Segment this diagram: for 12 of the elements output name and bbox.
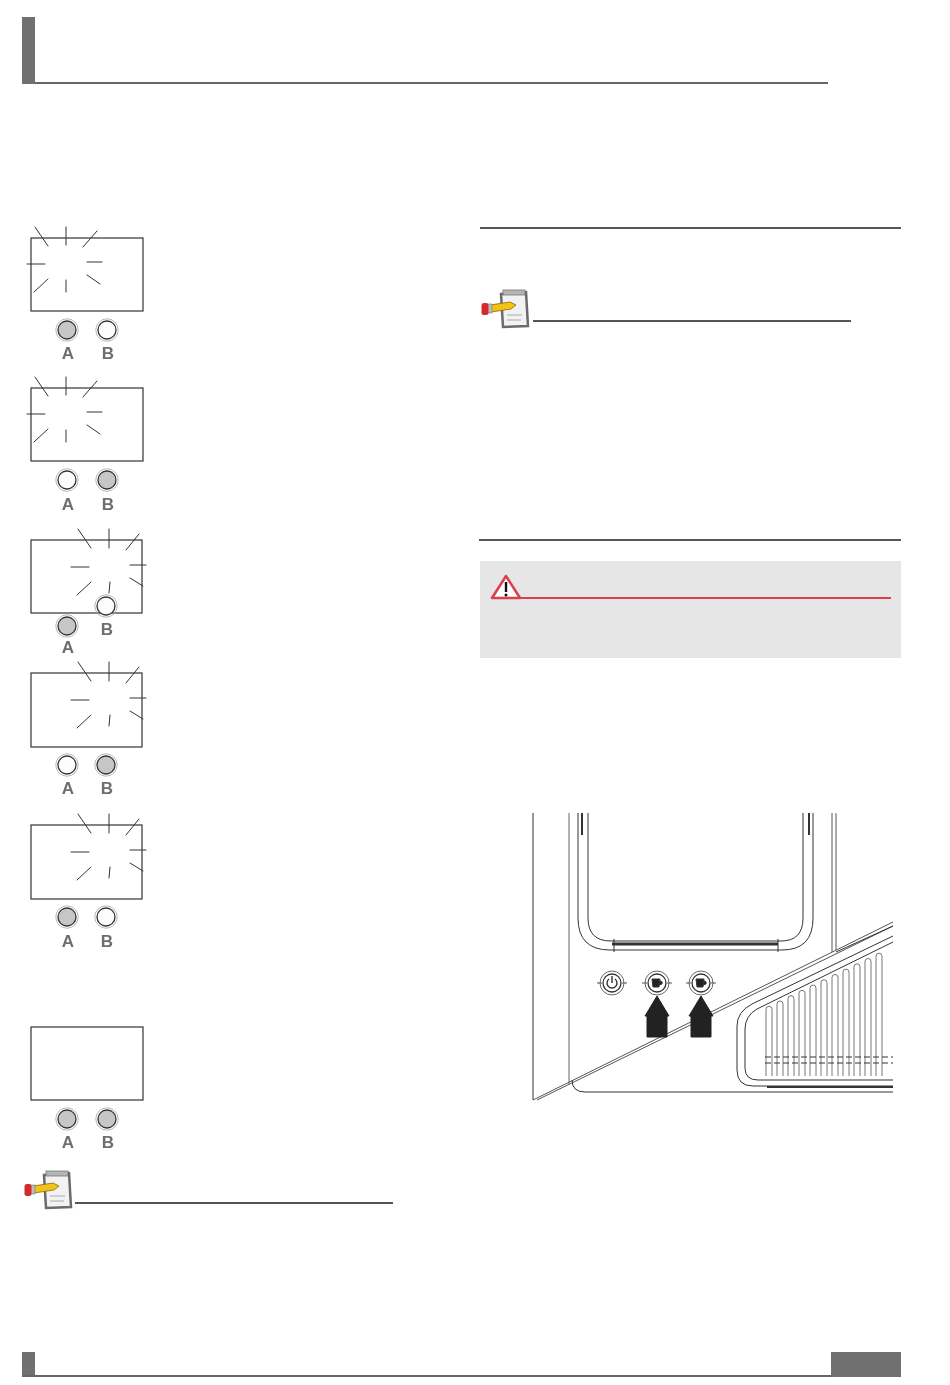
led-label: B bbox=[101, 495, 115, 513]
led-label: A bbox=[61, 638, 75, 656]
led-label: A bbox=[61, 932, 75, 950]
led-label: A bbox=[61, 779, 75, 797]
led-label: A bbox=[61, 1133, 75, 1151]
led-label: B bbox=[100, 620, 114, 638]
led-label: B bbox=[100, 932, 114, 950]
led-label: B bbox=[101, 344, 115, 362]
led-label: A bbox=[61, 495, 75, 513]
led-label: B bbox=[101, 1133, 115, 1151]
led-label: A bbox=[61, 344, 75, 362]
led-label: B bbox=[100, 779, 114, 797]
